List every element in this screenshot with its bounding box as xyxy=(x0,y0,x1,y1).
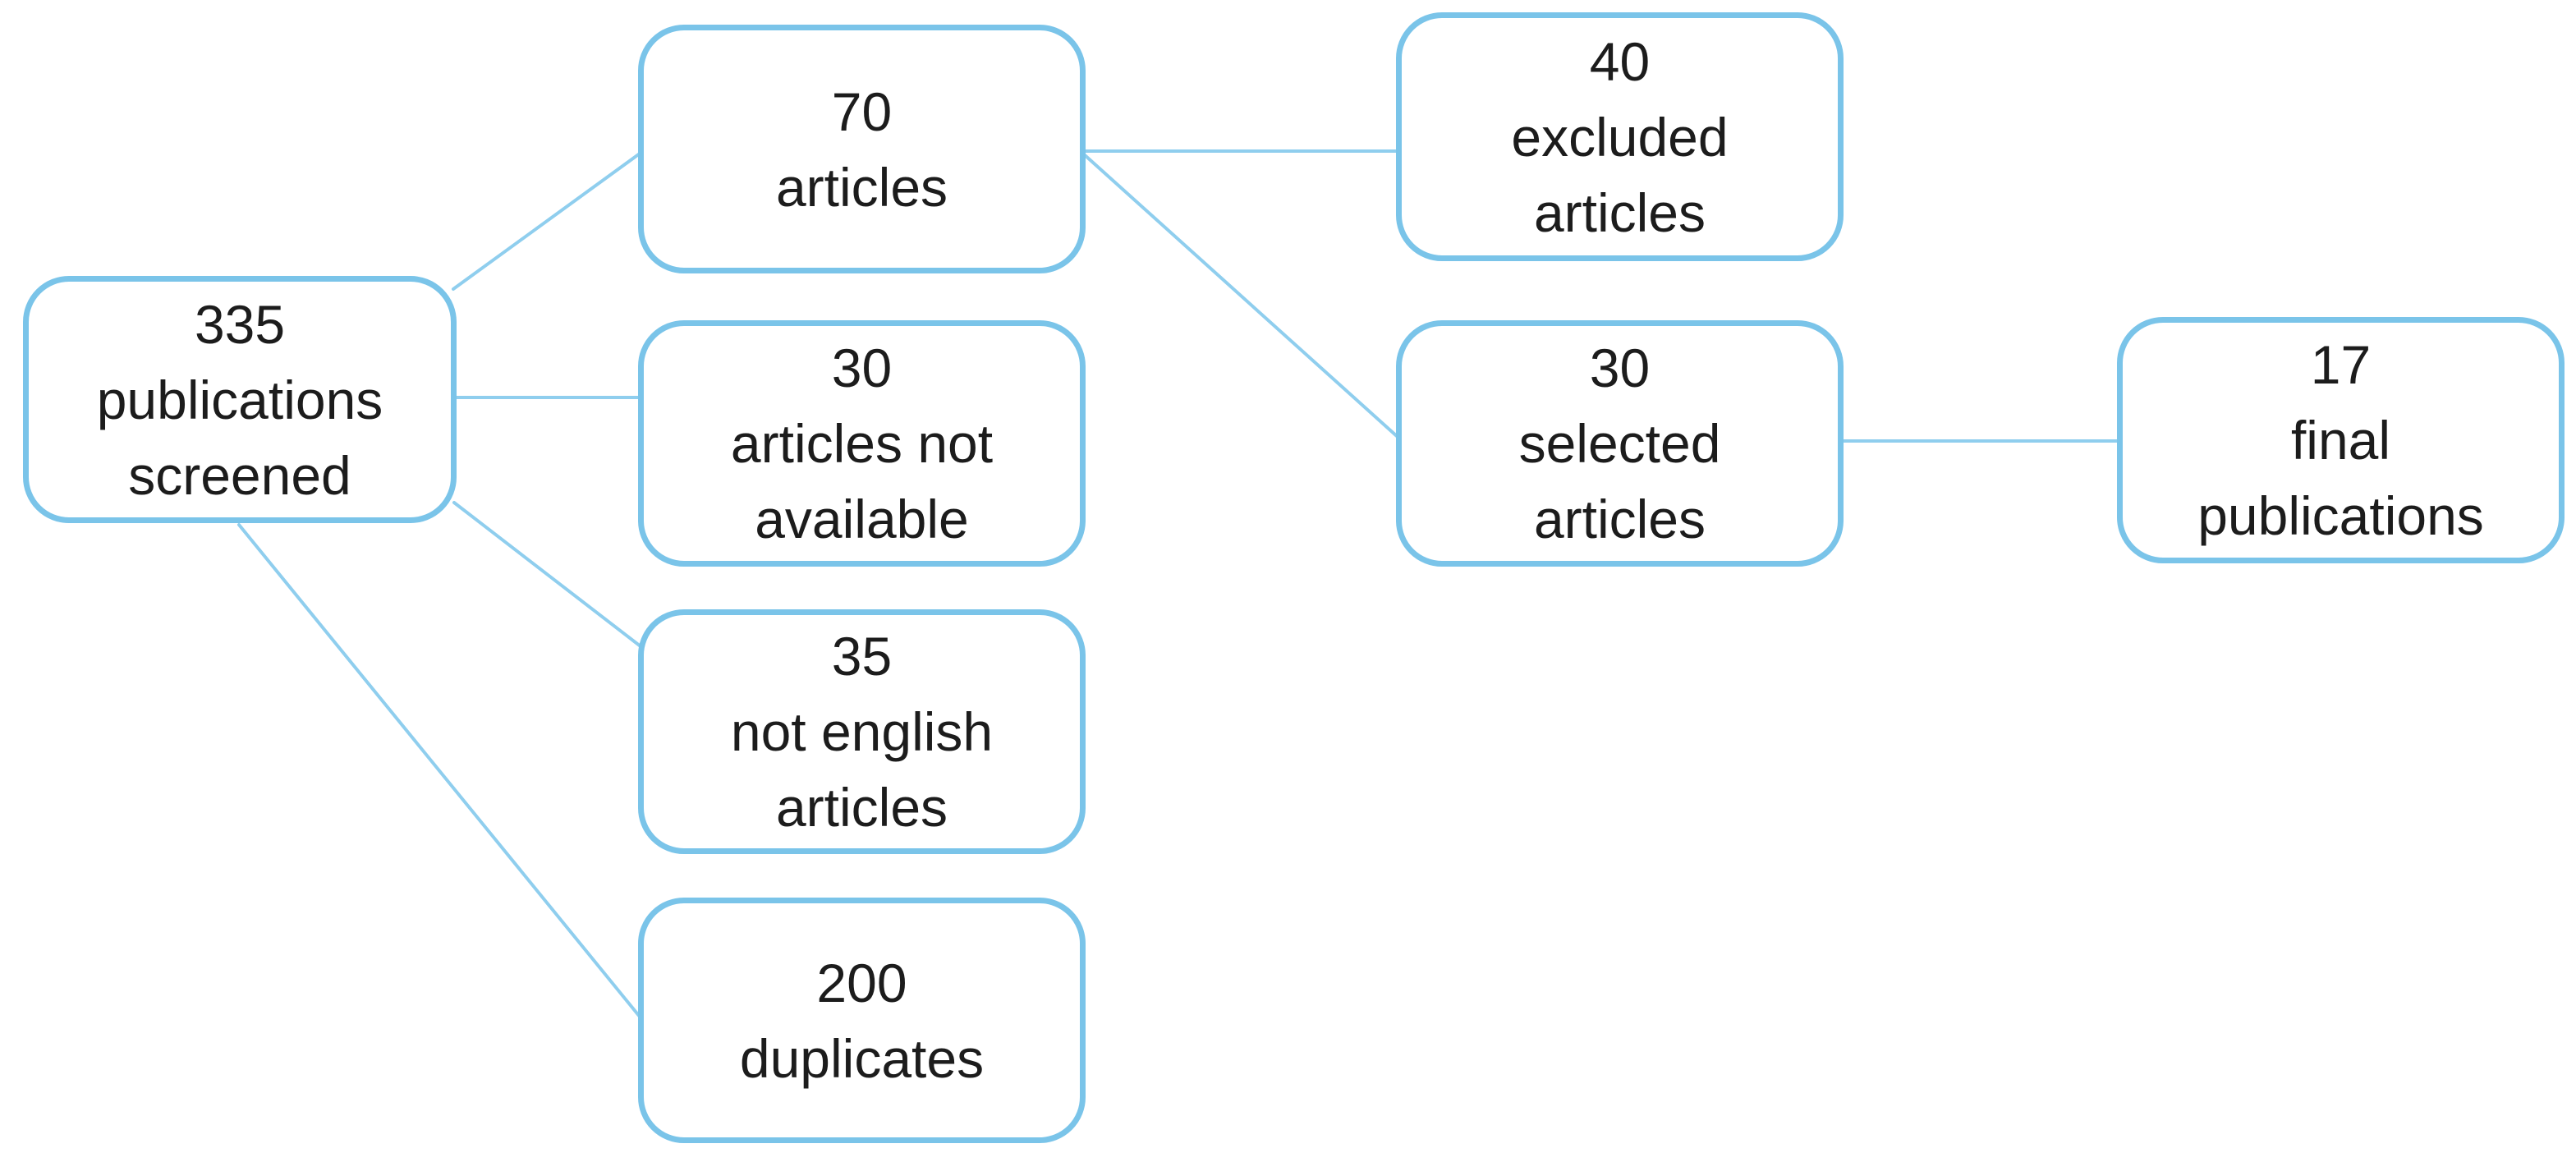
node-articles: 70 articles xyxy=(638,25,1086,273)
node-not-english-articles-label: 35 not english articles xyxy=(730,626,994,838)
connector-articles-selected xyxy=(1082,153,1399,439)
node-articles-label: 70 articles xyxy=(775,80,948,218)
node-duplicates: 200 duplicates xyxy=(638,898,1086,1143)
node-selected-articles-label: 30 selected articles xyxy=(1518,338,1721,549)
node-publications-screened-label: 335 publications screened xyxy=(96,293,383,506)
connector-screened-not-english xyxy=(452,501,642,648)
node-not-english-articles: 35 not english articles xyxy=(638,609,1086,854)
node-articles-not-available-label: 30 articles not available xyxy=(730,338,994,549)
connector-screened-articles xyxy=(452,152,641,291)
connector-screened-duplicates xyxy=(237,523,641,1018)
node-final-publications: 17 final publications xyxy=(2117,317,2565,563)
node-articles-not-available: 30 articles not available xyxy=(638,320,1086,567)
node-final-publications-label: 17 final publications xyxy=(2197,334,2484,546)
node-duplicates-label: 200 duplicates xyxy=(739,952,985,1089)
node-selected-articles: 30 selected articles xyxy=(1396,320,1844,567)
node-publications-screened: 335 publications screened xyxy=(23,276,457,523)
node-excluded-articles: 40 excluded articles xyxy=(1396,12,1844,261)
node-excluded-articles-label: 40 excluded articles xyxy=(1511,30,1729,243)
